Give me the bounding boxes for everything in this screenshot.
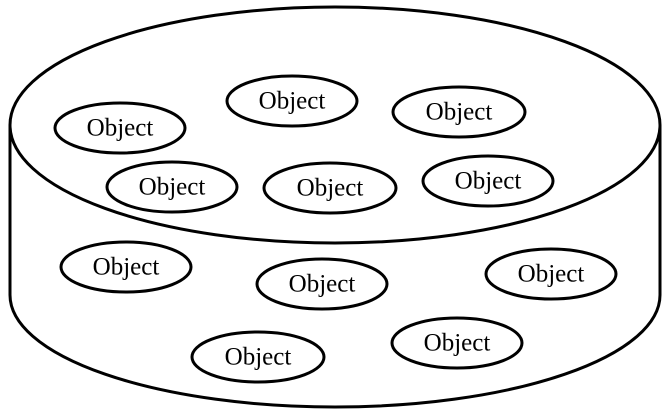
object-ellipse (53, 101, 187, 155)
object-label: Object (518, 261, 585, 288)
object-ellipse (59, 240, 193, 294)
object-node: Object (390, 316, 524, 370)
object-node: Object (421, 154, 555, 208)
object-ellipse (390, 316, 524, 370)
object-ellipse (190, 330, 326, 384)
object-node: Object (105, 160, 239, 214)
object-label: Object (225, 344, 292, 371)
object-label: Object (424, 330, 491, 357)
object-label: Object (289, 271, 356, 298)
object-ellipse (105, 160, 239, 214)
object-node: Object (225, 74, 359, 128)
object-node: Object (262, 161, 398, 215)
object-node: Object (484, 247, 618, 301)
object-node: Object (190, 330, 326, 384)
object-ellipse (225, 74, 359, 128)
object-ellipse (255, 257, 389, 311)
object-label: Object (93, 254, 160, 281)
object-ellipse (484, 247, 618, 301)
object-node: Object (53, 101, 187, 155)
object-label: Object (259, 88, 326, 115)
object-label: Object (426, 99, 493, 126)
object-node: Object (391, 85, 527, 139)
object-node: Object (255, 257, 389, 311)
object-label: Object (297, 175, 364, 202)
object-label: Object (455, 168, 522, 195)
object-label: Object (87, 115, 154, 142)
cylinder-body (8, 125, 662, 409)
object-ellipse (421, 154, 555, 208)
object-ellipse (391, 85, 527, 139)
object-ellipse (262, 161, 398, 215)
object-label: Object (139, 174, 206, 201)
object-node: Object (59, 240, 193, 294)
